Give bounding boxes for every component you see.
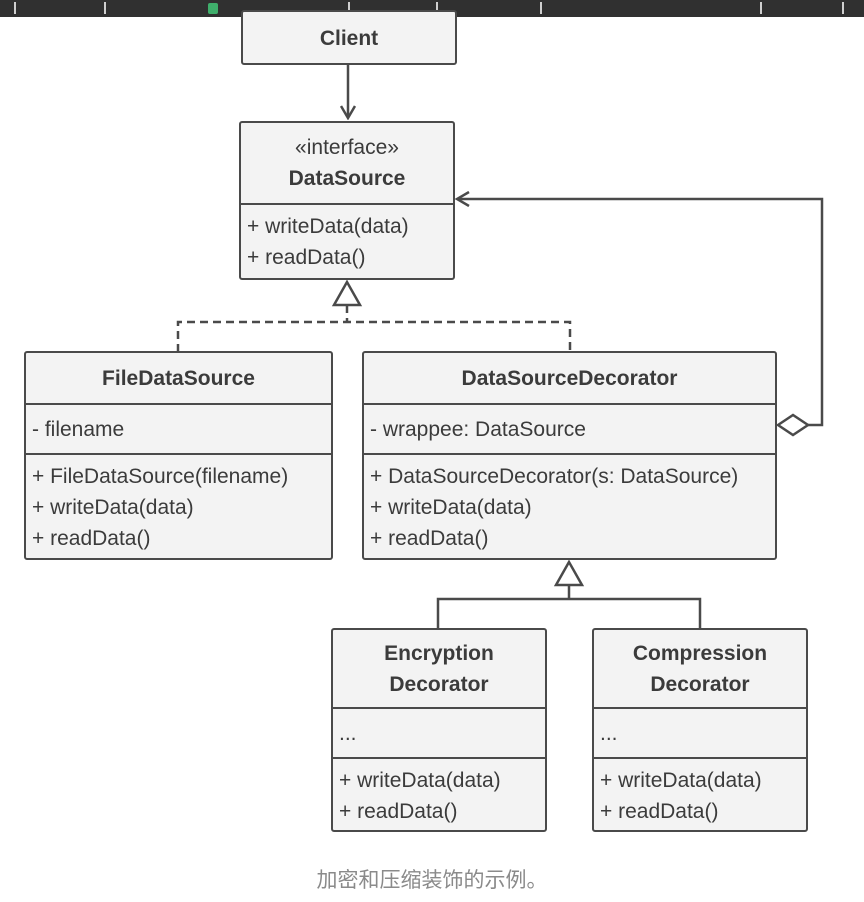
- operations-section: + writeData(data) + readData(): [241, 203, 453, 278]
- aggregation-diamond: [775, 413, 811, 437]
- operation: + writeData(data): [339, 769, 501, 792]
- class-title: FileDataSource: [102, 366, 255, 390]
- attribute: - filename: [32, 417, 125, 441]
- class-title-line: Compression: [632, 641, 768, 665]
- operation: + readData(): [370, 527, 489, 550]
- top-toolbar-strip: [0, 0, 864, 17]
- operation: + FileDataSource(filename): [32, 465, 289, 488]
- class-header: Compression Decorator: [594, 630, 806, 707]
- attributes-section: ...: [333, 707, 545, 757]
- operations-section: + FileDataSource(filename) + writeData(d…: [26, 453, 331, 558]
- class-title: Client: [319, 27, 379, 50]
- toolbar-glyph: [348, 2, 350, 14]
- attributes-section: - wrappee: DataSource: [364, 403, 775, 453]
- operation: + readData(): [32, 527, 151, 550]
- realization-dashed-lines: [176, 305, 572, 352]
- generalization-triangle: [553, 559, 585, 587]
- stereotype-label: «interface»: [295, 136, 399, 159]
- toolbar-glyph: [540, 2, 542, 14]
- toolbar-glyph: [842, 2, 844, 14]
- class-title-line: Encryption: [384, 641, 494, 665]
- datasource-interface: «interface» DataSource + writeData(data)…: [239, 121, 455, 280]
- class-title-line: Decorator: [650, 672, 750, 696]
- class-title-line: Decorator: [389, 672, 489, 696]
- figure-caption: 加密和压缩装饰的示例。: [316, 869, 548, 892]
- compression-decorator-class: Compression Decorator ... + writeData(da…: [592, 628, 808, 832]
- operation: + readData(): [600, 800, 719, 823]
- operation: + writeData(data): [600, 769, 762, 792]
- attributes-section: - filename: [26, 403, 331, 453]
- class-title: DataSourceDecorator: [461, 366, 678, 390]
- operation: + readData(): [247, 246, 366, 269]
- realization-triangle: [331, 279, 363, 307]
- generalization-lines: [436, 585, 702, 629]
- operation: + DataSourceDecorator(s: DataSource): [370, 465, 739, 488]
- sheet-icon: [208, 3, 218, 14]
- operation: + readData(): [339, 800, 458, 823]
- attributes-section: ...: [594, 707, 806, 757]
- operation: + writeData(data): [247, 215, 409, 238]
- toolbar-glyph: [104, 2, 106, 14]
- filedatasource-class: FileDataSource - filename + FileDataSour…: [24, 351, 333, 560]
- client-class: Client: [241, 10, 457, 65]
- operations-section: + writeData(data) + readData(): [333, 757, 545, 830]
- class-header: «interface» DataSource: [241, 123, 453, 203]
- encryption-decorator-class: Encryption Decorator ... + writeData(dat…: [331, 628, 547, 832]
- attribute: - wrappee: DataSource: [370, 417, 586, 441]
- attribute: ...: [600, 721, 618, 745]
- toolbar-glyph: [760, 2, 762, 14]
- aggregation-line: [457, 199, 824, 427]
- toolbar-glyph: [436, 2, 438, 14]
- class-header: Encryption Decorator: [333, 630, 545, 707]
- operations-section: + writeData(data) + readData(): [594, 757, 806, 830]
- class-title: DataSource: [288, 167, 406, 190]
- operation: + writeData(data): [32, 496, 194, 519]
- attribute: ...: [339, 721, 357, 745]
- toolbar-glyph: [14, 2, 16, 14]
- datasourcedecorator-class: DataSourceDecorator - wrappee: DataSourc…: [362, 351, 777, 560]
- operation: + writeData(data): [370, 496, 532, 519]
- operations-section: + DataSourceDecorator(s: DataSource) + w…: [364, 453, 775, 558]
